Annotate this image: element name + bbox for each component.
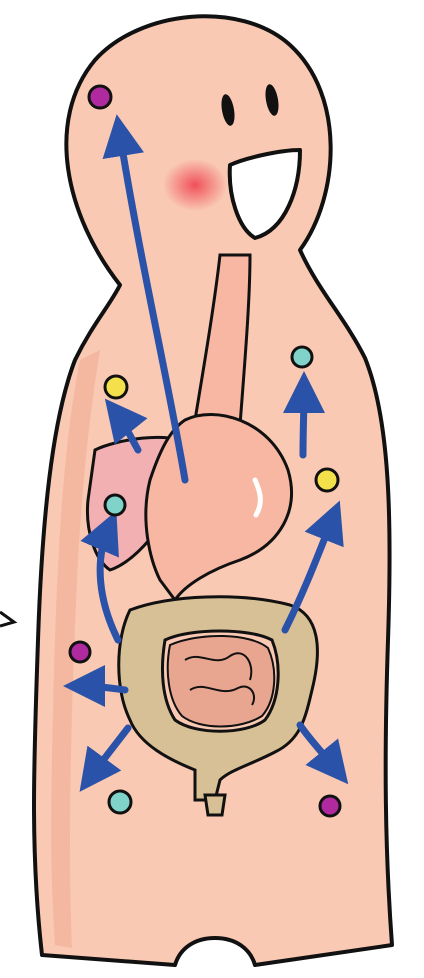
dot-teal bbox=[109, 791, 131, 813]
dot-purple bbox=[70, 642, 90, 662]
edge-mark bbox=[0, 612, 14, 626]
dot-teal bbox=[105, 495, 125, 515]
arrow-upper-right bbox=[303, 392, 304, 455]
cheek-blush bbox=[163, 159, 227, 211]
dot-purple bbox=[89, 86, 111, 108]
small-intestine bbox=[168, 636, 275, 727]
dot-purple bbox=[320, 796, 340, 816]
dot-yellow bbox=[316, 469, 338, 491]
arrow-left bbox=[84, 686, 125, 690]
dot-teal bbox=[292, 347, 312, 367]
dot-yellow bbox=[105, 376, 127, 398]
rectum bbox=[205, 795, 225, 815]
